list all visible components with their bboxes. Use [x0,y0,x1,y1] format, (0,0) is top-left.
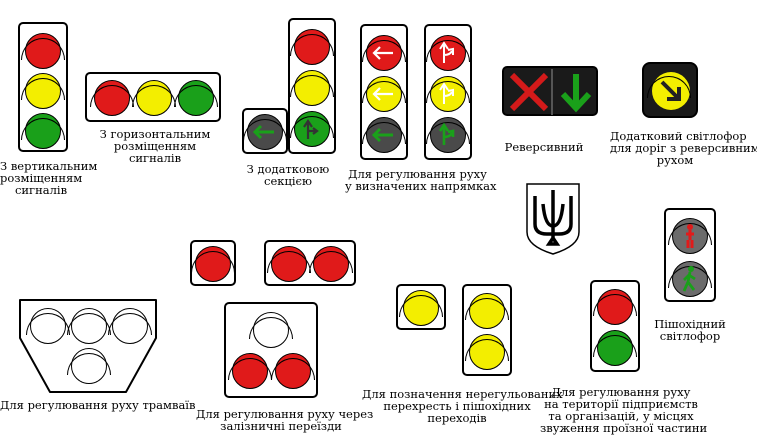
arrow-left-icon [371,127,393,143]
red-lamp-right [309,246,353,282]
arrow-down-icon [560,74,592,113]
tram-lamp-center [67,308,111,344]
arrow-left-icon [372,46,393,60]
trident-coat-of-arms-icon [526,183,580,255]
railway-light-triangle [224,302,318,398]
red-lamp [21,33,65,69]
red-lamp-right [271,353,315,389]
yellow-lamp-arrow [426,76,470,112]
arrow-right-up-icon [439,41,454,63]
tram-lamp-right [108,308,152,344]
red-lamp [593,289,637,325]
cross-icon [509,72,549,112]
green-lamp-arrow [362,117,406,153]
red-lamp-left [228,353,272,389]
red-lamp [191,246,235,282]
arrow-right-up-icon [303,119,319,139]
direction-light-right [424,24,472,160]
label-tram: Для регулювання руху трамваїв [0,398,196,412]
yellow-lamp [21,73,65,109]
additional-section [242,108,288,154]
tram-lamp-left [26,308,70,344]
green-lamp-arrow [426,117,470,153]
yellow-lamp-arrow [647,72,691,110]
white-lamp [249,312,293,348]
green-lamp [174,80,218,116]
yellow-lamp-bottom [465,334,509,370]
enterprise-light [590,280,640,372]
vertical-traffic-light [18,22,68,152]
yellow-lamp [132,80,176,116]
railway-light-single [190,240,236,286]
pedestrian-icon [682,266,696,292]
arrow-left-icon [252,124,274,140]
yellow-lamp-top [465,293,509,329]
green-lamp [21,113,65,149]
yellow-lamp-arrow [362,76,406,112]
additional-lamp [243,114,287,150]
red-lamp-arrow [362,35,406,71]
tram-lamp-bottom [67,348,111,384]
green-lamp [593,330,637,366]
arrow-left-icon [372,87,393,101]
additional-reversible-light [642,62,698,118]
unregulated-light-single [396,284,446,330]
green-lamp-arrow [290,111,334,147]
unregulated-light-double [462,284,512,376]
arrow-diagonal-icon [660,80,681,101]
reversible-light [502,66,598,116]
red-lamp [90,80,134,116]
red-lamp [290,29,334,65]
railway-light-double [264,240,356,286]
arrow-right-up-icon [439,82,454,104]
pedestrian-icon [686,224,694,248]
red-lamp-pedestrian [668,218,712,254]
yellow-lamp [290,70,334,106]
arrow-right-up-icon [438,122,455,145]
yellow-lamp [399,290,443,326]
direction-light-left [360,24,408,160]
red-lamp-left [267,246,311,282]
label-reversible: Реверсивний [504,140,584,154]
green-lamp-pedestrian [668,261,712,297]
horizontal-traffic-light [85,72,221,122]
pedestrian-light [664,208,716,302]
additional-section-light [288,18,336,154]
red-lamp-arrow [426,35,470,71]
